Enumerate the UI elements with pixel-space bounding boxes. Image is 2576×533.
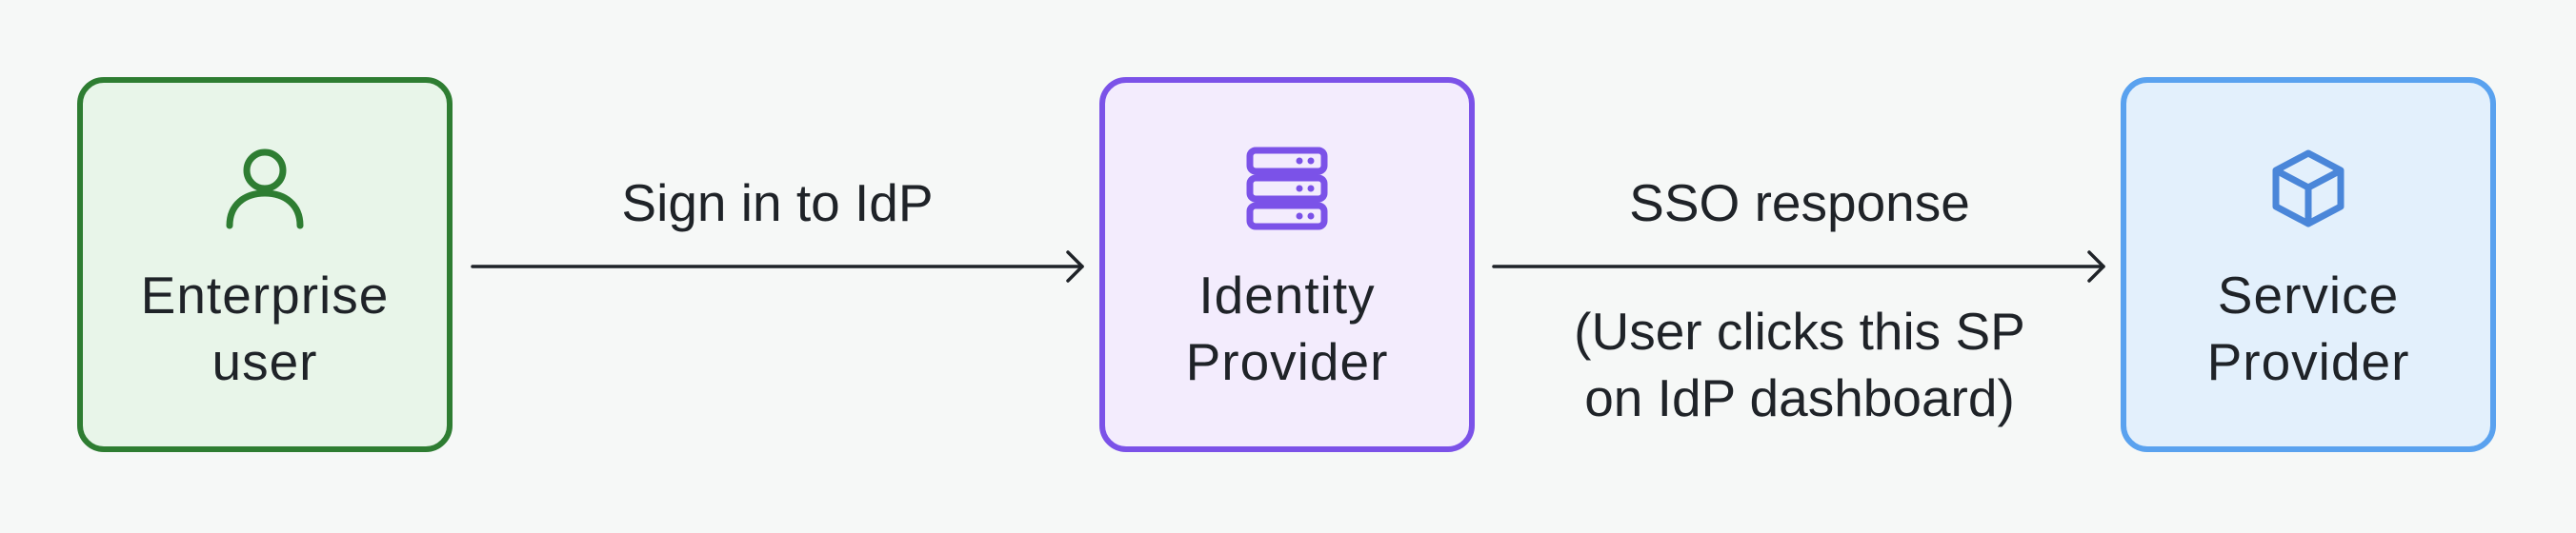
arrow-user-to-idp: [471, 250, 1084, 283]
server-icon: [1244, 146, 1330, 231]
user-icon: [222, 146, 308, 231]
sign-in-edge-label: Sign in to IdP: [621, 173, 934, 232]
identity-provider-label: Identity Provider: [1185, 266, 1389, 391]
identity-provider-node: Identity Provider: [1099, 77, 1475, 452]
sso-response-edge-label: SSO response: [1629, 173, 1970, 232]
cube-icon: [2265, 146, 2351, 231]
arrow-idp-to-sp: [1492, 250, 2105, 283]
service-provider-node: Service Provider: [2121, 77, 2496, 452]
enterprise-user-node: Enterprise user: [77, 77, 453, 452]
sso-response-edge-note: (User clicks this SP on IdP dashboard): [1574, 302, 2025, 427]
enterprise-user-label: Enterprise user: [140, 266, 390, 391]
service-provider-label: Service Provider: [2206, 266, 2410, 391]
